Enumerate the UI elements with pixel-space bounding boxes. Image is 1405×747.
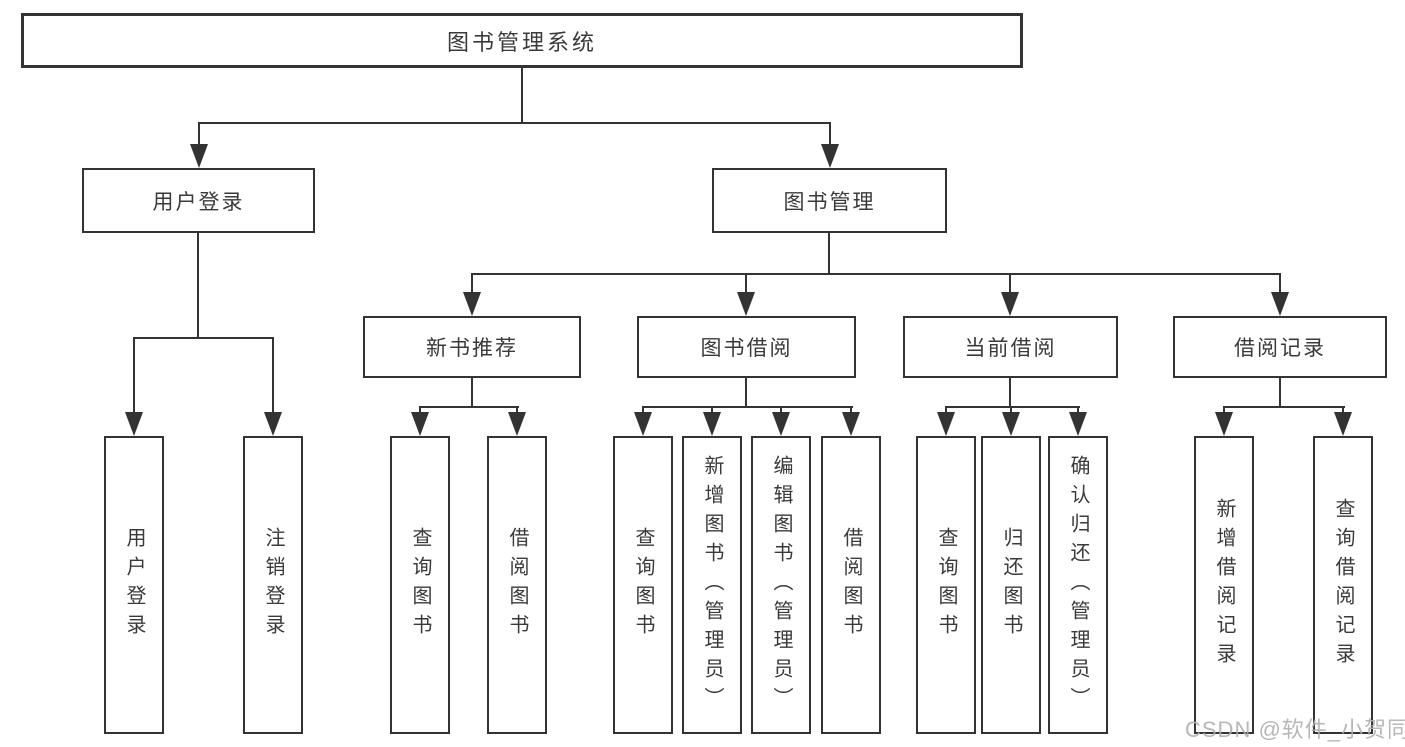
leaf-current-query-books-label: 查询图书 (935, 527, 957, 643)
connector-to-leaf-logout (272, 337, 274, 414)
leaf-recommend-borrow-books: 借阅图书 (487, 436, 547, 734)
connector-group4-leaf2 (1342, 406, 1344, 416)
arrow-down-group4-leaf1 (1215, 412, 1233, 436)
connector-group2-leaf2 (711, 406, 713, 416)
leaf-borrow-query-books: 查询图书 (613, 436, 673, 734)
connector-to-current-borrow (1009, 273, 1011, 292)
node-root-library-management-system: 图书管理系统 (21, 13, 1023, 68)
connector-root-crossbar (198, 122, 831, 124)
connector-group3-leaf3 (1077, 406, 1079, 416)
arrow-down-group2-leaf4 (842, 412, 860, 436)
node-current-borrow-label: 当前借阅 (964, 337, 1057, 360)
arrow-down-group4-leaf2 (1334, 412, 1352, 436)
connector-group1-crossbar (419, 406, 519, 408)
leaf-edit-books-admin-label: 编辑图书（管理员） (770, 454, 792, 716)
node-new-book-recommend-label: 新书推荐 (426, 337, 518, 360)
leaf-query-borrow-record: 查询借阅记录 (1313, 436, 1373, 734)
leaf-current-query-books: 查询图书 (916, 436, 976, 734)
connector-to-book-borrow (745, 273, 747, 292)
node-user-login: 用户登录 (82, 168, 315, 233)
node-user-login-label: 用户登录 (152, 190, 245, 214)
connector-group2-crossbar (642, 406, 853, 408)
leaf-recommend-query-books-label: 查询图书 (409, 527, 431, 643)
connector-group2-leaf3 (780, 406, 782, 416)
leaf-return-books: 归还图书 (981, 436, 1041, 734)
node-borrow-records: 借阅记录 (1173, 316, 1387, 378)
leaf-user-login-label: 用户登录 (123, 527, 145, 643)
connector-group4-crossbar (1223, 406, 1345, 408)
connector-book-management-crossbar (471, 273, 1281, 275)
connector-group2-leaf1 (642, 406, 644, 416)
connector-user-login-stem (197, 233, 199, 339)
connector-group4-leaf1 (1223, 406, 1225, 416)
leaf-borrow-books-label: 借阅图书 (840, 527, 862, 643)
leaf-logout: 注销登录 (243, 436, 303, 734)
connector-group3-stem (1009, 378, 1011, 408)
connector-group1-stem (471, 378, 473, 408)
arrow-down-group1-leaf1 (411, 412, 429, 436)
leaf-edit-books-admin: 编辑图书（管理员） (751, 436, 811, 734)
connector-to-borrow-records (1279, 273, 1281, 292)
arrow-down-leaf-logout (264, 412, 282, 436)
arrow-down-book-borrow (737, 292, 755, 316)
connector-user-login-crossbar (133, 337, 274, 339)
connector-group1-leaf1 (419, 406, 421, 416)
leaf-add-borrow-record-label: 新增借阅记录 (1213, 498, 1235, 672)
connector-group3-leaf2 (1010, 406, 1012, 416)
node-borrow-records-label: 借阅记录 (1234, 337, 1326, 360)
leaf-add-books-admin-label: 新增图书（管理员） (701, 454, 723, 716)
arrow-down-new-book-recommend (463, 292, 481, 316)
leaf-logout-label: 注销登录 (262, 527, 284, 643)
leaf-confirm-return-admin: 确认归还（管理员） (1048, 436, 1108, 734)
connector-group3-leaf1 (945, 406, 947, 416)
leaf-return-books-label: 归还图书 (1000, 527, 1022, 643)
connector-to-leaf-login (133, 337, 135, 414)
leaf-recommend-borrow-books-label: 借阅图书 (506, 527, 528, 643)
connector-group2-stem (745, 378, 747, 408)
leaf-user-login: 用户登录 (104, 436, 164, 734)
leaf-query-borrow-record-label: 查询借阅记录 (1332, 498, 1354, 672)
leaf-borrow-query-books-label: 查询图书 (632, 527, 654, 643)
arrow-down-group2-leaf3 (772, 412, 790, 436)
node-book-management: 图书管理 (712, 168, 947, 233)
arrow-down-group1-leaf2 (508, 412, 526, 436)
leaf-confirm-return-admin-label: 确认归还（管理员） (1067, 454, 1089, 716)
leaf-add-books-admin: 新增图书（管理员） (682, 436, 742, 734)
connector-group3-crossbar (945, 406, 1080, 408)
csdn-watermark: CSDN @软件_小贺同学 (1185, 717, 1405, 742)
arrow-down-group3-leaf2 (1002, 412, 1020, 436)
node-book-borrow-label: 图书借阅 (700, 337, 793, 360)
node-root-label: 图书管理系统 (446, 29, 597, 55)
arrow-down-user-login (190, 144, 208, 168)
arrow-down-group3-leaf3 (1069, 412, 1087, 436)
leaf-add-borrow-record: 新增借阅记录 (1194, 436, 1254, 734)
node-book-borrow: 图书借阅 (637, 316, 856, 378)
arrow-down-leaf-login (125, 412, 143, 436)
arrow-down-book-management (821, 144, 839, 168)
node-new-book-recommend: 新书推荐 (363, 316, 581, 378)
connector-group2-leaf4 (850, 406, 852, 416)
connector-root-stem (521, 68, 523, 124)
arrow-down-current-borrow (1001, 292, 1019, 316)
node-current-borrow: 当前借阅 (903, 316, 1118, 378)
arrow-down-group2-leaf2 (703, 412, 721, 436)
connector-to-new-book-recommend (471, 273, 473, 292)
arrow-down-group2-leaf1 (634, 412, 652, 436)
connector-root-to-book-management (829, 122, 831, 148)
arrow-down-group3-leaf1 (937, 412, 955, 436)
connector-group4-stem (1279, 378, 1281, 408)
connector-book-management-stem (828, 233, 830, 275)
arrow-down-borrow-records (1271, 292, 1289, 316)
leaf-recommend-query-books: 查询图书 (390, 436, 450, 734)
node-book-management-label: 图书管理 (783, 190, 876, 214)
leaf-borrow-books: 借阅图书 (821, 436, 881, 734)
connector-root-to-user-login (198, 122, 200, 148)
connector-group1-leaf2 (516, 406, 518, 416)
